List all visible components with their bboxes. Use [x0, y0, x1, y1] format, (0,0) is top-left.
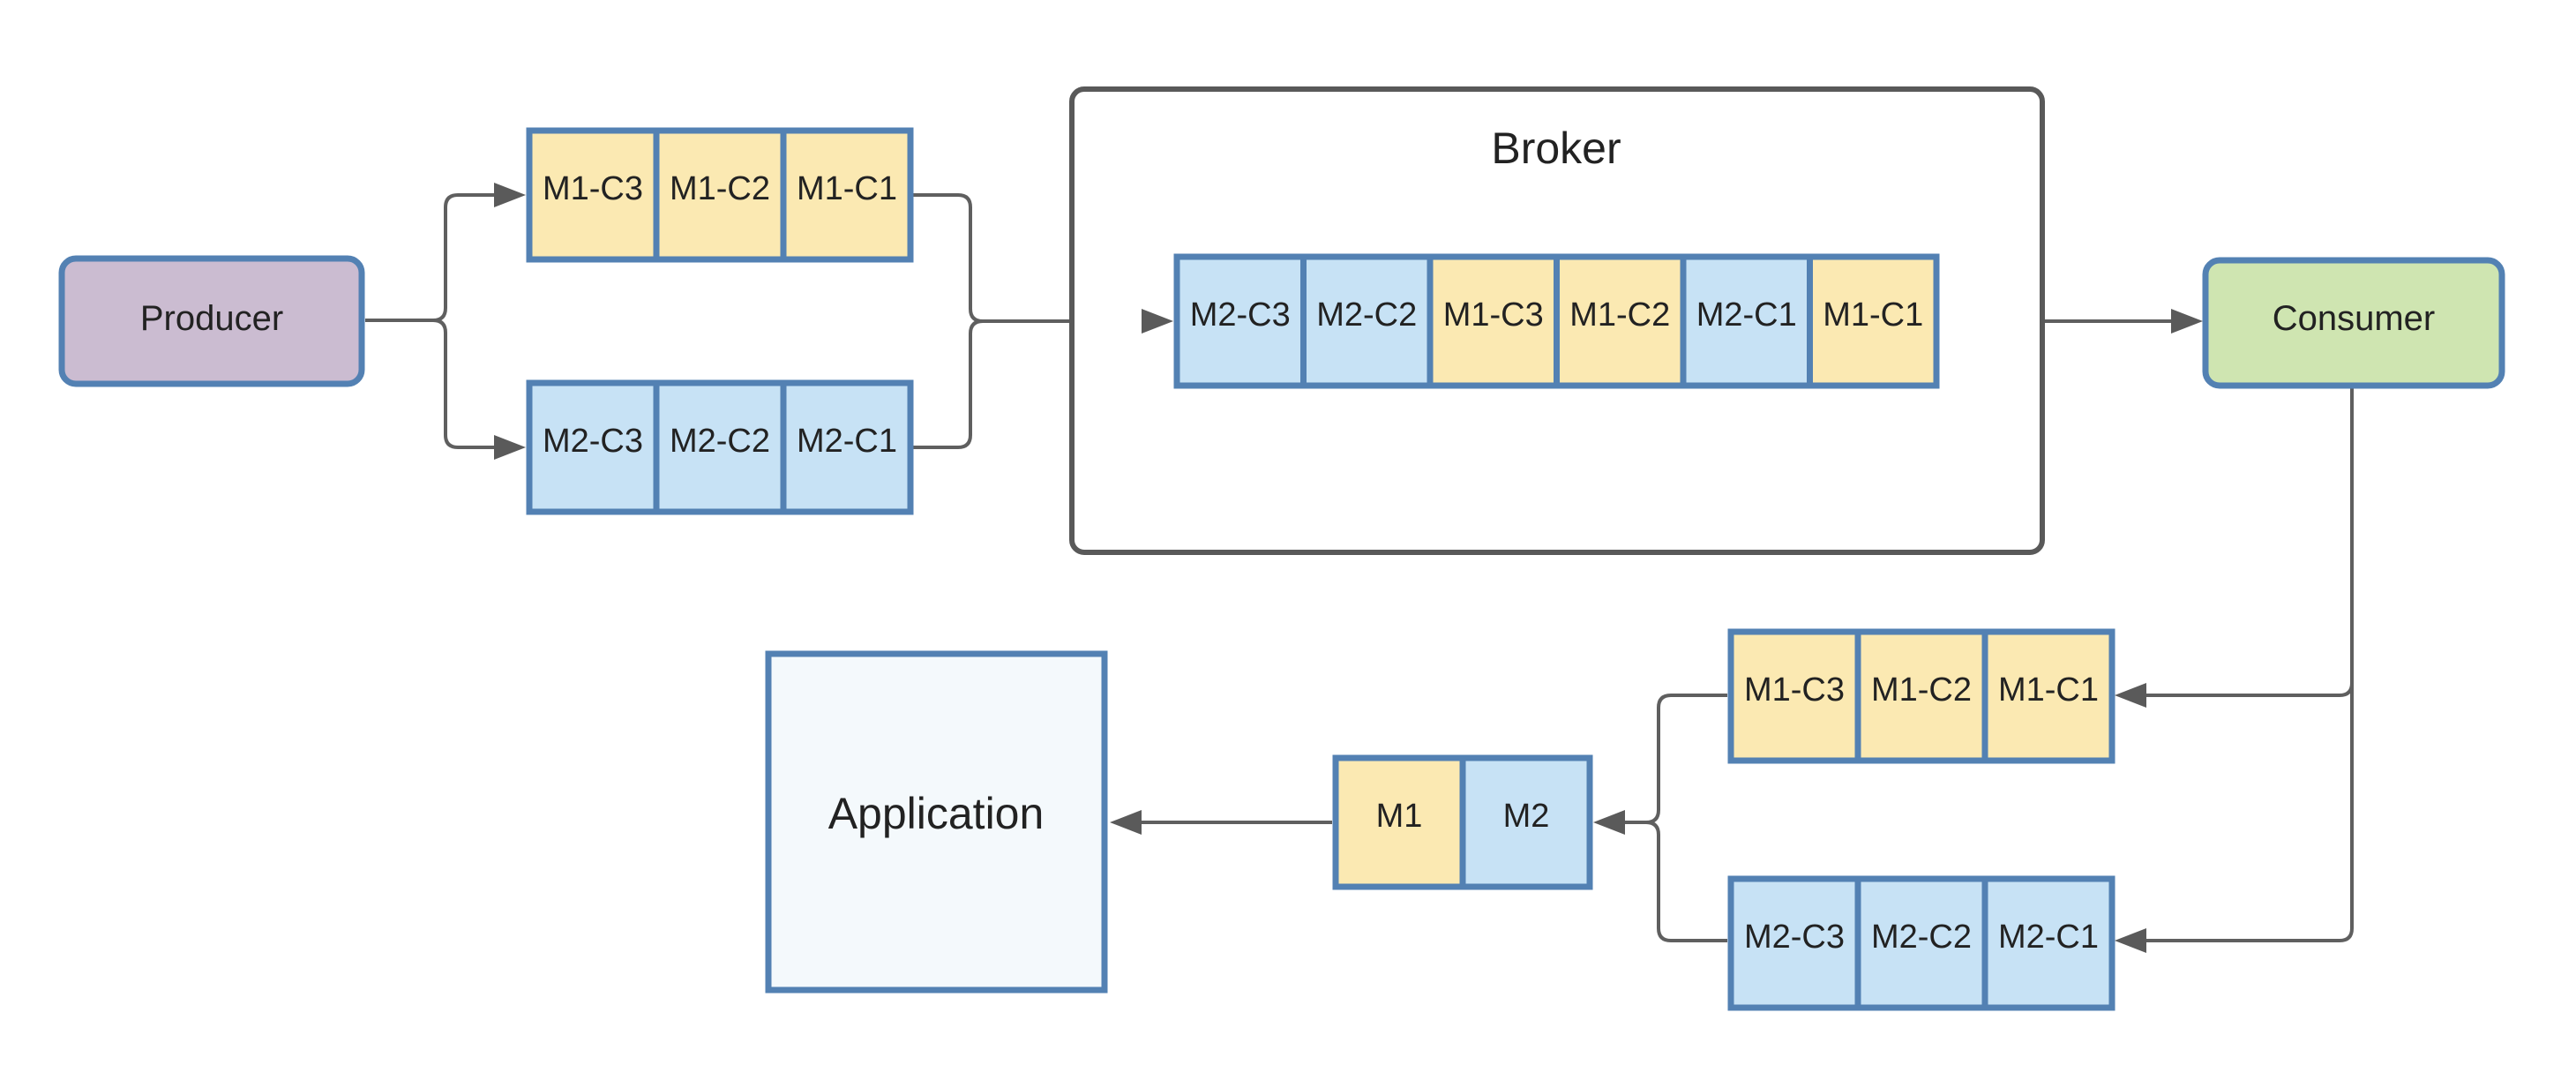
queue-cell-label: M2-C1: [1696, 296, 1797, 334]
assembled-message-queue: M1 M2: [1332, 754, 1593, 890]
queue-cell-box[interactable]: [1459, 754, 1593, 890]
consumer-label: Consumer: [2273, 299, 2436, 338]
queue-cell-box[interactable]: [1981, 875, 2115, 1011]
queue-cell-label: M1: [1376, 798, 1423, 835]
queue-cell[interactable]: M2-C2: [653, 379, 787, 515]
queue-cell-box[interactable]: [780, 379, 914, 515]
arrowhead-icon: [2115, 928, 2146, 953]
arrowhead-icon: [1142, 309, 1173, 334]
queue-cell[interactable]: M2-C3: [1727, 875, 1861, 1011]
broker-container[interactable]: Broker M2-C3 M2-C2 M1-C3 M1-C2 M2-C1 M1-C1: [1069, 86, 2045, 555]
queue-cell-label: M1-C2: [1569, 296, 1670, 334]
queue-cell[interactable]: M1-C2: [1554, 253, 1687, 389]
queue-cell[interactable]: M2-C1: [1680, 253, 1813, 389]
queue-cell[interactable]: M1: [1332, 754, 1466, 890]
arrowhead-icon: [2171, 309, 2203, 334]
queue-cell-box[interactable]: [526, 379, 660, 515]
queue-cell[interactable]: M2: [1459, 754, 1593, 890]
consumer-to-m1-queue-connector: [2145, 682, 2354, 697]
producer-queue-m1: M1-C3 M1-C2 M1-C1: [526, 127, 914, 263]
queue-cell[interactable]: M2-C2: [1854, 875, 1988, 1011]
arrowhead-icon: [494, 435, 526, 460]
queue-cell-label: M2-C2: [1316, 296, 1417, 334]
connectors: [365, 193, 2354, 942]
queue-cell-box[interactable]: [1427, 253, 1560, 389]
arrowhead-icon: [1110, 810, 1142, 835]
arrowhead-icon: [2115, 683, 2146, 708]
queue-cell[interactable]: M2-C3: [1173, 253, 1307, 389]
application-label: Application: [828, 789, 1045, 838]
queue-cell-label: M1-C1: [797, 170, 897, 207]
queue-cell-box[interactable]: [780, 127, 914, 263]
queue-cell-label: M1-C1: [1823, 296, 1923, 334]
queue-cell[interactable]: M1-C1: [1981, 628, 2115, 764]
queue-cell[interactable]: M1-C3: [1427, 253, 1560, 389]
consumer-queue-m2: M2-C3 M2-C2 M2-C1: [1727, 875, 2115, 1011]
queue-cell-label: M2-C3: [1744, 919, 1845, 956]
queue-cell[interactable]: M2-C1: [1981, 875, 2115, 1011]
queue-cell-label: M2-C3: [543, 423, 643, 460]
consumer-to-m2-queue-connector: [2145, 388, 2354, 942]
queue-cell-box[interactable]: [653, 379, 787, 515]
queue-cell-label: M1-C2: [670, 170, 770, 207]
m2-consumer-queue-to-assembly-connector: [1645, 821, 1727, 942]
arrowhead-icon: [1593, 810, 1625, 835]
queue-cell[interactable]: M2-C1: [780, 379, 914, 515]
queue-cell-box[interactable]: [653, 127, 787, 263]
m2-queue-to-broker-connector: [913, 319, 984, 449]
queue-cell[interactable]: M1-C2: [653, 127, 787, 263]
producer-to-m1-queue-connector: [365, 193, 494, 322]
queue-cell-label: M1-C3: [543, 170, 643, 207]
producer-box[interactable]: [58, 255, 365, 387]
queue-cell-box[interactable]: [1854, 628, 1988, 764]
queue-cell[interactable]: M1-C1: [780, 127, 914, 263]
queue-cell-label: M2: [1503, 798, 1550, 835]
m1-consumer-queue-to-assembly-connector: [1625, 694, 1727, 824]
broker-queue: M2-C3 M2-C2 M1-C3 M1-C2 M2-C1 M1-C1: [1173, 253, 1940, 389]
queue-cell-label: M1-C1: [1998, 671, 2099, 709]
consumer-queue-m1: M1-C3 M1-C2 M1-C1: [1727, 628, 2115, 764]
arrowhead-icon: [494, 183, 526, 207]
queue-cell-label: M2-C3: [1190, 296, 1291, 334]
broker-label: Broker: [1491, 124, 1621, 173]
queue-cell-label: M2-C2: [1871, 919, 1972, 956]
consumer-box[interactable]: [2202, 257, 2505, 389]
queue-cell[interactable]: M1-C1: [1807, 253, 1940, 389]
consumer-node[interactable]: Consumer: [2202, 257, 2505, 389]
queue-cell-label: M2-C2: [670, 423, 770, 460]
producer-to-m2-queue-connector: [432, 319, 494, 449]
queue-cell-box[interactable]: [1981, 628, 2115, 764]
queue-cell-box[interactable]: [1680, 253, 1813, 389]
producer-label: Producer: [140, 299, 283, 338]
queue-cell-label: M1-C2: [1871, 671, 1972, 709]
queue-cell[interactable]: M1-C3: [526, 127, 660, 263]
queue-cell-box[interactable]: [1807, 253, 1940, 389]
queue-cell-box[interactable]: [1173, 253, 1307, 389]
queue-cell[interactable]: M1-C3: [1727, 628, 1861, 764]
application-node[interactable]: Application: [765, 650, 1108, 994]
producer-queue-m2: M2-C3 M2-C2 M2-C1: [526, 379, 914, 515]
queue-cell[interactable]: M1-C2: [1854, 628, 1988, 764]
queue-cell-label: M1-C3: [1443, 296, 1544, 334]
arrowheads: [494, 183, 2203, 953]
queue-cell[interactable]: M2-C2: [1300, 253, 1434, 389]
queue-cell-label: M1-C3: [1744, 671, 1845, 709]
queue-cell-box[interactable]: [1300, 253, 1434, 389]
queue-cell-box[interactable]: [526, 127, 660, 263]
queue-cell[interactable]: M2-C3: [526, 379, 660, 515]
application-box[interactable]: [765, 650, 1108, 994]
queue-cell-label: M2-C1: [1998, 919, 2099, 956]
producer-node[interactable]: Producer: [58, 255, 365, 387]
queue-cell-label: M2-C1: [797, 423, 897, 460]
